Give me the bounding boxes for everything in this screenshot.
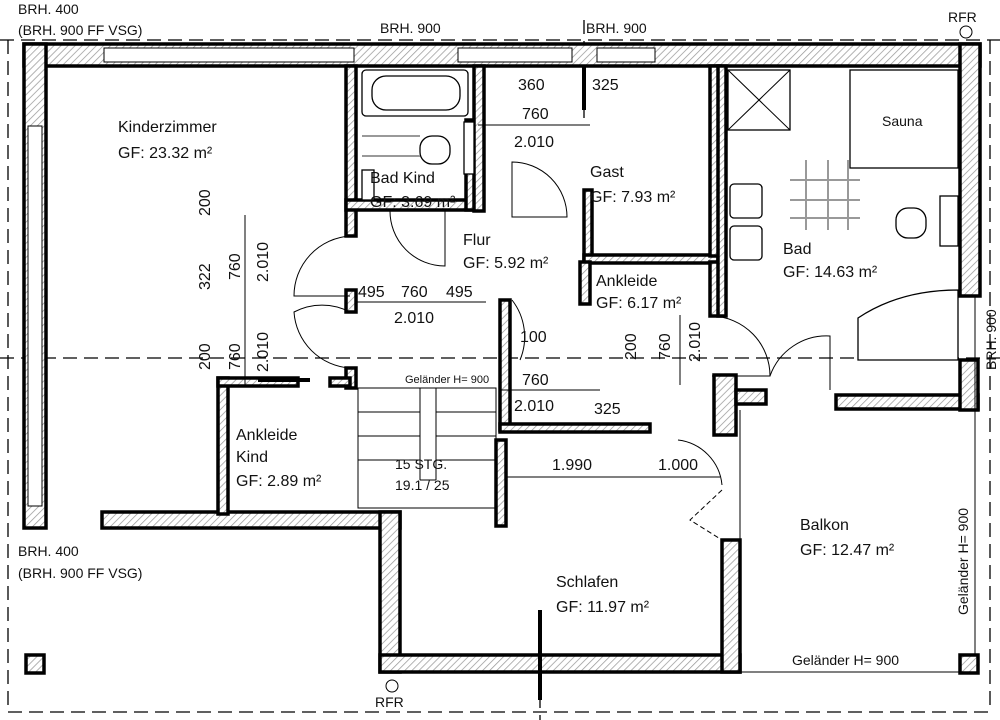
stairs-ratio: 19.1 / 25: [395, 477, 450, 493]
dimension-label: 200: [623, 333, 640, 360]
room-name-balkon: Balkon: [800, 517, 849, 534]
room-name-flur: Flur: [463, 232, 491, 249]
brh-note: BRH. 400: [18, 543, 79, 559]
dimension-lines: [244, 124, 720, 478]
dimension-label: 200: [197, 343, 214, 370]
dimension-label: 325: [594, 401, 621, 418]
dimension-label: 1.990: [552, 457, 592, 474]
room-area-bad-kind: GF: 3.69 m²: [370, 194, 456, 211]
dimension-label: 760: [227, 343, 244, 370]
dimension-label: 2.010: [514, 398, 554, 415]
brh-note: (BRH. 900 FF VSG): [18, 565, 142, 581]
fixtures: [24, 25, 980, 700]
dimension-label: 495: [446, 284, 473, 301]
rfr-note: RFR: [948, 9, 977, 25]
dimension-label: 2.010: [514, 134, 554, 151]
dimension-labels: 360 325 760 2.010 495 760 495 2.010 100 760 2.010 3…: [197, 77, 704, 474]
dimension-label: 1.000: [658, 457, 698, 474]
dimension-label: 760: [522, 106, 549, 123]
room-area-gast: GF: 7.93 m²: [590, 189, 676, 206]
room-name-schlafen: Schlafen: [556, 574, 618, 591]
doors: [293, 161, 831, 541]
dimension-label: 760: [401, 284, 428, 301]
rfr-note: RFR: [375, 694, 404, 710]
room-area-schlafen: GF: 11.97 m²: [556, 599, 650, 616]
dimension-label: 2.010: [394, 310, 434, 327]
dimension-label: 2.010: [255, 242, 272, 282]
dimension-label: 100: [520, 329, 547, 346]
brh-note: (BRH. 900 FF VSG): [18, 22, 142, 38]
dimension-label: 495: [358, 284, 385, 301]
room-name-bad: Bad: [783, 241, 811, 258]
dimension-label: 360: [518, 77, 545, 94]
room-area-balkon: GF: 12.47 m²: [800, 542, 895, 559]
room-area-ankleide: GF: 6.17 m²: [596, 295, 682, 312]
dimension-label: 760: [522, 372, 549, 389]
dimension-label: 2.010: [687, 322, 704, 362]
room-area-ankleide-kind: GF: 2.89 m²: [236, 473, 322, 490]
room-name-ankleide-kind-1: Ankleide: [236, 427, 297, 444]
stairs-steps: 15 STG.: [395, 456, 447, 472]
room-area-kinderzimmer: GF: 23.32 m²: [118, 145, 213, 162]
room-name-sauna: Sauna: [882, 113, 923, 129]
brh-note: BRH. 900: [983, 309, 999, 370]
railing-note: Geländer H= 900: [955, 508, 971, 615]
dimension-label: 322: [197, 263, 214, 290]
brh-note: BRH. 900: [380, 20, 441, 36]
dimension-label: 325: [592, 77, 619, 94]
room-area-flur: GF: 5.92 m²: [463, 255, 549, 272]
dimension-label: 760: [657, 333, 674, 360]
railing-note: Geländer H= 900: [792, 652, 899, 668]
room-name-ankleide: Ankleide: [596, 273, 657, 290]
brh-note: BRH. 900: [586, 20, 647, 36]
dimension-label: 200: [197, 189, 214, 216]
room-name-bad-kind: Bad Kind: [370, 170, 435, 187]
annotations: BRH. 400 (BRH. 900 FF VSG) BRH. 900 BRH.…: [18, 1, 999, 710]
room-area-bad: GF: 14.63 m²: [783, 264, 878, 281]
room-name-ankleide-kind-2: Kind: [236, 449, 268, 466]
dimension-label: 2.010: [255, 332, 272, 372]
brh-note: BRH. 400: [18, 1, 79, 17]
room-name-kinderzimmer: Kinderzimmer: [118, 119, 217, 136]
room-name-gast: Gast: [590, 164, 624, 181]
room-labels: Kinderzimmer GF: 23.32 m² Bad Kind GF: 3…: [118, 113, 923, 616]
railing-note: Geländer H= 900: [405, 374, 489, 386]
dimension-label: 760: [227, 253, 244, 280]
walls: [22, 42, 982, 674]
